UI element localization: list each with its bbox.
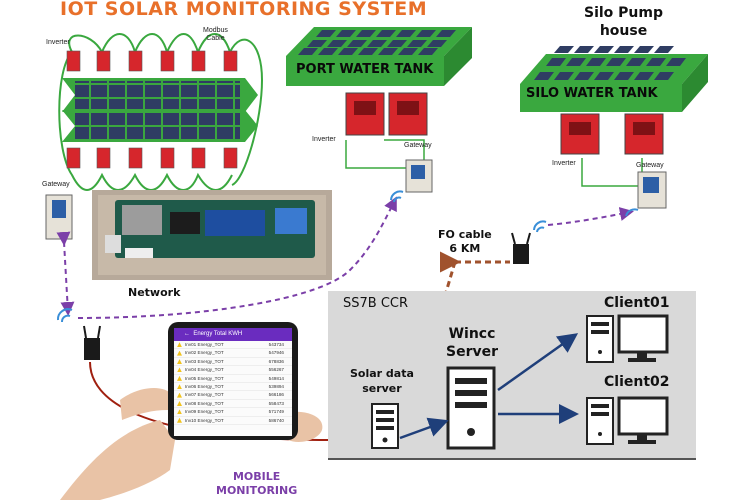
inverters-bottom-row: [66, 147, 238, 169]
label-silo-water-tank: SILO WATER TANK: [526, 86, 658, 101]
app-list-row[interactable]: Inv04 Energy_TOT 556267: [174, 366, 292, 375]
link-silo-wireless: [547, 207, 634, 226]
label-wincc-server: Wincc Server: [446, 326, 499, 360]
app-row-value: 556267: [268, 367, 284, 373]
app-row-name: Inv08 Energy_TOT: [185, 400, 224, 406]
app-row-name: Inv07 Energy_TOT: [185, 392, 224, 398]
label-silo-pump-house: Silo Pump house: [584, 5, 664, 39]
app-row-value: 543734: [268, 342, 284, 347]
warning-icon: [177, 401, 182, 407]
wifi-icon: [56, 190, 639, 323]
port-inverters: [345, 92, 428, 136]
link-router-to-port-gateway: [77, 196, 397, 319]
modbus-cable-loops: [58, 33, 264, 191]
label-fo-cable: FO cable 6 KM: [438, 228, 492, 255]
label-port-water-tank: PORT WATER TANK: [296, 62, 434, 77]
label-gateway-left: Gateway: [42, 181, 70, 188]
back-arrow-icon[interactable]: ←: [184, 331, 190, 337]
warning-icon: [177, 367, 182, 373]
solar-panel-array-left: [62, 78, 258, 142]
app-list-row[interactable]: Inv05 Energy_TOT 549814: [174, 375, 292, 383]
warning-icon: [177, 375, 182, 381]
warning-icon: [177, 359, 182, 365]
app-list-row[interactable]: Inv02 Energy_TOT 547946: [174, 349, 292, 358]
mobile-app-screen: ← Energy Total KWH Inv01 Energy_TOT 54373…: [174, 328, 292, 436]
app-list-row[interactable]: Inv07 Energy_TOT 566186: [174, 391, 292, 400]
page-title: IOT SOLAR MONITORING SYSTEM: [60, 0, 428, 20]
warning-icon: [177, 384, 182, 390]
link-gateway-left-to-router: [56, 231, 75, 316]
label-solar-data-server: Solar data server: [350, 367, 414, 395]
label-modbus-cable: Modbus Cable: [203, 27, 228, 42]
app-row-value: 571749: [268, 409, 284, 415]
app-row-value: 678836: [268, 358, 284, 364]
warning-icon: [177, 342, 182, 348]
port-wiring: [345, 139, 425, 169]
silo-solar-panel: [520, 46, 708, 112]
network-board-image: [92, 190, 332, 280]
app-row-name: Inv02 Energy_TOT: [185, 350, 224, 356]
gateway-device-port: [405, 159, 433, 193]
label-silo-gateway: Gateway: [636, 162, 664, 169]
app-row-value: 539894: [268, 383, 284, 389]
silo-wiring: [581, 158, 643, 187]
client02-computer-icon: [586, 396, 669, 445]
label-client02: Client02: [604, 374, 670, 390]
router-icon-left: [83, 325, 101, 360]
silo-inverters: [560, 113, 664, 155]
warning-icon: [177, 350, 182, 356]
gateway-device-silo: [637, 171, 667, 209]
app-row-name: Inv04 Energy_TOT: [185, 367, 224, 373]
app-row-value: 549814: [268, 375, 284, 381]
warning-icon: [177, 392, 182, 398]
label-client01: Client01: [604, 295, 670, 311]
label-network: Network: [128, 286, 181, 299]
label-mobile-monitoring: MOBILE MONITORING: [216, 470, 298, 497]
inverters-top-row: [66, 50, 238, 72]
arrow-solar-to-wincc: [399, 417, 449, 440]
label-ss7b-ccr: SS7B CCR: [343, 296, 409, 311]
label-port-inverter: Inverter: [312, 136, 336, 143]
solar-data-server-icon: [371, 403, 399, 449]
warning-icon: [177, 409, 182, 415]
app-list-row[interactable]: Inv01 Energy_TOT 543734: [174, 341, 292, 350]
app-row-value: 586740: [268, 417, 284, 423]
label-port-gateway: Gateway: [404, 142, 432, 149]
wincc-server-icon: [446, 366, 496, 450]
label-silo-inverter: Inverter: [552, 160, 576, 167]
client01-computer-icon: [586, 314, 669, 363]
router-icon-fo: [511, 232, 531, 264]
app-list-row[interactable]: Inv06 Energy_TOT 539894: [174, 383, 292, 392]
app-row-name: Inv03 Energy_TOT: [185, 358, 224, 364]
app-row-value: 566186: [268, 392, 284, 398]
app-row-value: 558473: [268, 400, 284, 406]
app-row-name: Inv05 Energy_TOT: [185, 375, 224, 381]
app-row-name: Inv10 Energy_TOT: [185, 417, 224, 423]
app-header: ← Energy Total KWH: [174, 328, 292, 341]
ccr-floor-line: [328, 458, 696, 460]
app-row-name: Inv01 Energy_TOT: [185, 342, 224, 347]
app-list-row[interactable]: Inv03 Energy_TOT 678836: [174, 358, 292, 367]
port-solar-panel: [286, 27, 472, 86]
app-list-row[interactable]: Inv08 Energy_TOT 558473: [174, 400, 292, 409]
app-row-name: Inv06 Energy_TOT: [185, 383, 224, 389]
warning-icon: [177, 417, 182, 423]
app-list-row[interactable]: Inv10 Energy_TOT 586740: [174, 417, 292, 425]
label-inverter-top: Inverter: [46, 39, 70, 46]
app-row-value: 547946: [268, 350, 284, 356]
app-header-title: Energy Total KWH: [193, 331, 243, 337]
app-list-row[interactable]: Inv09 Energy_TOT 571749: [174, 408, 292, 417]
app-row-name: Inv09 Energy_TOT: [185, 409, 224, 415]
arrow-wincc-to-client01: [497, 333, 579, 392]
